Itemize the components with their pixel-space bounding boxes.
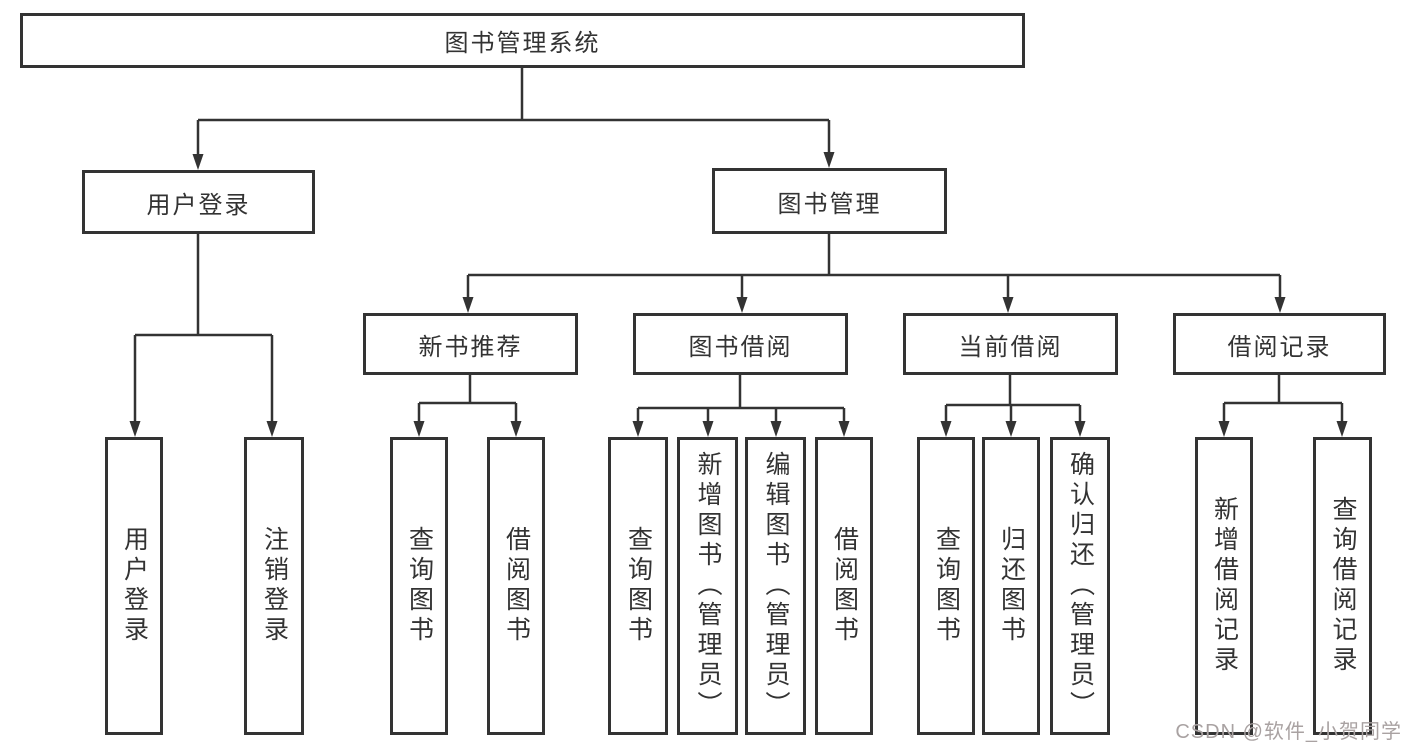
leaf-query-books-recommend-label: 查询图书 <box>405 526 434 646</box>
node-current-borrowing: 当前借阅 <box>903 313 1118 375</box>
arrowheads-curborrow-leaves <box>940 421 1086 437</box>
leaf-query-borrow-record: 查询借阅记录 <box>1313 437 1372 735</box>
node-new-book-recommend-label: 新书推荐 <box>418 333 523 361</box>
connector-borrowrec-to-leaves <box>1222 375 1344 422</box>
arrowheads-level3 <box>462 297 1286 313</box>
connector-bookmgmt-to-level3 <box>466 234 1282 298</box>
leaf-confirm-return-admin-label: 确认归还（管理员） <box>1066 451 1095 721</box>
leaf-add-borrow-record: 新增借阅记录 <box>1195 437 1253 735</box>
arrowheads-newbook-leaves <box>413 421 522 437</box>
leaf-confirm-return-admin: 确认归还（管理员） <box>1050 437 1110 735</box>
node-book-management-label: 图书管理 <box>777 190 882 218</box>
leaf-user-login-label: 用户登录 <box>120 526 149 646</box>
leaf-edit-book-admin: 编辑图书（管理员） <box>745 437 806 735</box>
node-book-borrowing: 图书借阅 <box>633 313 848 375</box>
connector-curborrow-to-leaves <box>944 375 1082 422</box>
node-book-management: 图书管理 <box>712 168 947 234</box>
arrowheads-userlogin-leaves <box>129 421 278 437</box>
leaf-edit-book-admin-label: 编辑图书（管理员） <box>762 451 790 721</box>
leaf-query-books-borrowing: 查询图书 <box>608 437 668 735</box>
arrowheads-level2 <box>192 152 835 170</box>
node-user-login: 用户登录 <box>82 170 315 234</box>
leaf-add-book-admin-label: 新增图书（管理员） <box>694 451 722 721</box>
leaf-query-books-current-label: 查询图书 <box>932 526 961 646</box>
node-root-system: 图书管理系统 <box>20 13 1025 68</box>
leaf-return-books-label: 归还图书 <box>997 526 1026 646</box>
arrowheads-bookborrow-leaves <box>632 421 850 437</box>
node-current-borrowing-label: 当前借阅 <box>958 333 1063 361</box>
csdn-watermark: CSDN @软件_小贺同学 <box>1175 721 1402 743</box>
leaf-logout: 注销登录 <box>244 437 304 735</box>
leaf-logout-label: 注销登录 <box>260 526 289 646</box>
leaf-add-borrow-record-label: 新增借阅记录 <box>1210 496 1239 676</box>
connector-bookborrow-to-leaves <box>636 375 846 422</box>
node-user-login-label: 用户登录 <box>146 191 251 219</box>
leaf-user-login: 用户登录 <box>105 437 163 735</box>
connector-newbook-to-leaves <box>417 375 518 422</box>
leaf-query-books-borrowing-label: 查询图书 <box>624 526 653 646</box>
leaf-borrow-books-recommend: 借阅图书 <box>487 437 545 735</box>
leaf-query-books-current: 查询图书 <box>917 437 975 735</box>
leaf-borrow-books-borrowing: 借阅图书 <box>815 437 873 735</box>
leaf-query-borrow-record-label: 查询借阅记录 <box>1329 496 1357 676</box>
node-borrow-records: 借阅记录 <box>1173 313 1386 375</box>
connector-userlogin-to-leaves <box>133 234 274 422</box>
arrowheads-borrowrec-leaves <box>1218 421 1348 437</box>
leaf-borrow-books-recommend-label: 借阅图书 <box>502 526 531 646</box>
node-root-label: 图书管理系统 <box>444 30 601 57</box>
leaf-query-books-recommend: 查询图书 <box>390 437 448 735</box>
leaf-return-books: 归还图书 <box>982 437 1040 735</box>
leaf-add-book-admin: 新增图书（管理员） <box>677 437 738 735</box>
leaf-borrow-books-borrowing-label: 借阅图书 <box>830 526 859 646</box>
node-borrow-records-label: 借阅记录 <box>1227 333 1332 361</box>
connector-root-to-level2 <box>196 68 831 155</box>
node-new-book-recommend: 新书推荐 <box>363 313 578 375</box>
node-book-borrowing-label: 图书借阅 <box>688 333 793 361</box>
